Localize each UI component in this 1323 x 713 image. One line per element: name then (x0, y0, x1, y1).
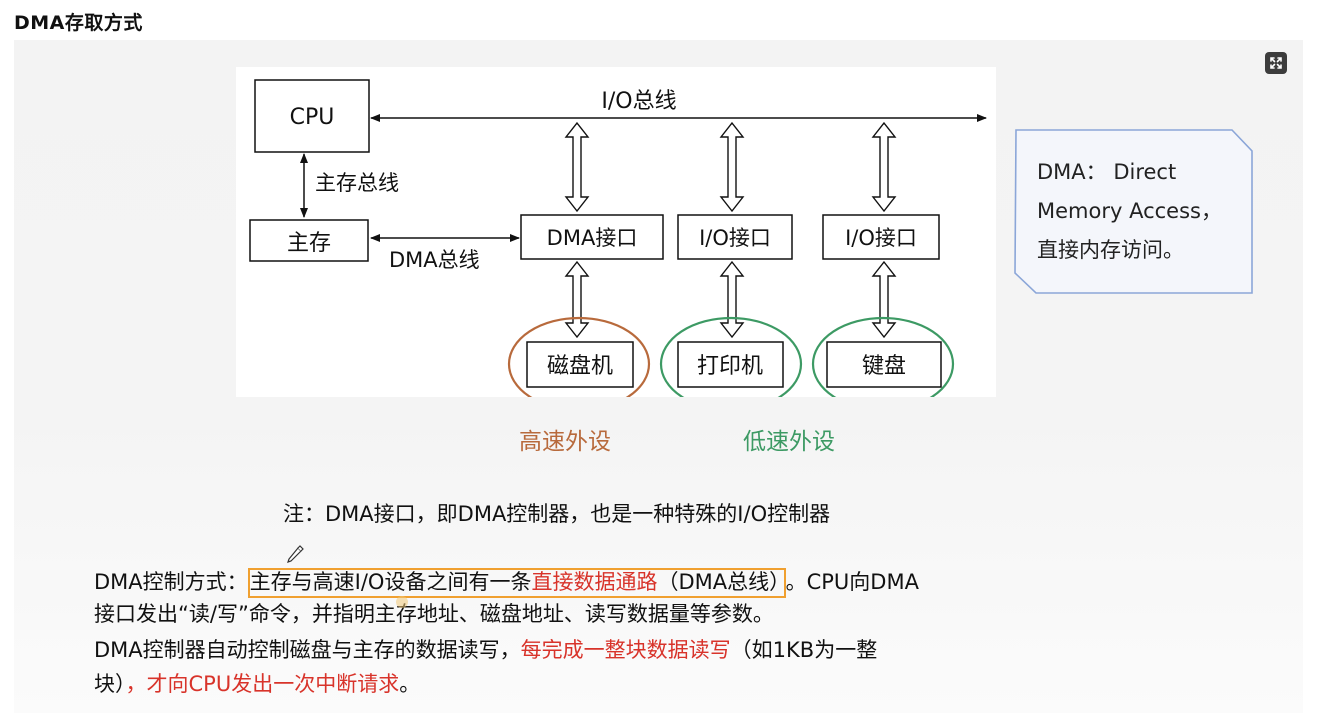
keyboard-group-circle (811, 316, 955, 397)
body-line-3: DMA控制器自动控制磁盘与主存的数据读写，每完成一整块数据读写（如1KB为一整 (94, 634, 877, 664)
dma-mode-label: DMA控制方式： (94, 570, 248, 594)
printer-group-circle (659, 316, 803, 397)
expand-icon (1270, 57, 1282, 69)
io-bus-label: I/O总线 (601, 89, 676, 114)
io-interface-printer-box (677, 214, 793, 260)
dma-interface-box (520, 214, 664, 260)
cpu-box (254, 79, 370, 153)
double-arrow-printer-bottom (719, 260, 745, 339)
dma-diagram-svg: I/O总线 CPU 主存总线 主存 DMA总线 DMA接口 I/O接口 I/O接… (249, 79, 987, 397)
page-title: DMA存取方式 (14, 12, 143, 34)
pen-icon (287, 545, 304, 563)
high-speed-label: 高速外设 (519, 429, 611, 455)
body-line-3-a: DMA控制器自动控制磁盘与主存的数据读写， (94, 638, 521, 662)
highlight-text-b: （DMA总线） (657, 570, 780, 594)
cpu-label: CPU (290, 105, 335, 130)
body-line-4-a: 块） (94, 672, 126, 696)
double-arrow-keyboard-bottom (871, 260, 897, 339)
body-line-1-suffix: 。CPU向DMA (785, 570, 919, 594)
keyboard-label: 键盘 (862, 354, 906, 379)
interrupt-request-text: ，才向CPU发出一次中断请求 (125, 672, 400, 696)
high-speed-group-circle (507, 316, 651, 397)
note-text: 注：DMA接口，即DMA控制器，也是一种特殊的I/O控制器 (283, 502, 831, 526)
double-arrow-printer-top (719, 121, 745, 213)
body-line-2: 接口发出“读/写”命令，并指明主存地址、磁盘地址、读写数据量等参数。 (94, 602, 774, 626)
io-interface-printer-label: I/O接口 (699, 226, 771, 250)
cursor-indicator (396, 596, 408, 608)
dma-bus-label: DMA总线 (389, 248, 480, 272)
dma-diagram: I/O总线 CPU 主存总线 主存 DMA总线 DMA接口 I/O接口 I/O接… (236, 67, 996, 397)
expand-button[interactable] (1265, 52, 1287, 74)
io-interface-keyboard-box (822, 214, 940, 260)
printer-box (677, 341, 784, 388)
low-speed-label: 低速外设 (743, 429, 835, 455)
callout-line-3: 直接内存访问。 (1037, 238, 1184, 262)
memory-box (249, 219, 369, 262)
highlight-text-a: 主存与高速I/O设备之间有一条 (249, 570, 532, 594)
block-transfer-text: 每完成一整块数据读写 (520, 638, 731, 662)
main-bus-label: 主存总线 (315, 171, 399, 195)
io-interface-keyboard-label: I/O接口 (845, 226, 917, 250)
body-line-4-b: 。 (399, 672, 421, 696)
body-line-4: 块），才向CPU发出一次中断请求。 (94, 668, 420, 698)
direct-path-text: 直接数据通路 (531, 570, 658, 594)
memory-label: 主存 (287, 231, 331, 256)
callout-box (1014, 129, 1253, 294)
keyboard-box (826, 341, 942, 388)
dma-interface-label: DMA接口 (547, 226, 638, 250)
printer-label: 打印机 (697, 354, 763, 379)
disk-box (526, 341, 634, 388)
callout-line-2: Memory Access， (1037, 199, 1222, 223)
double-arrow-keyboard-top (871, 121, 897, 213)
highlight-box: 主存与高速I/O设备之间有一条直接数据通路（DMA总线） (247, 568, 786, 598)
callout-line-1: DMA： Direct (1037, 160, 1177, 184)
double-arrow-dma-top (564, 121, 590, 213)
disk-label: 磁盘机 (547, 354, 613, 379)
body-line-3-b: （如1KB为一整 (730, 638, 878, 662)
body-line-1: DMA控制方式：主存与高速I/O设备之间有一条直接数据通路（DMA总线）。CPU… (94, 566, 919, 598)
double-arrow-dma-bottom (564, 260, 590, 339)
